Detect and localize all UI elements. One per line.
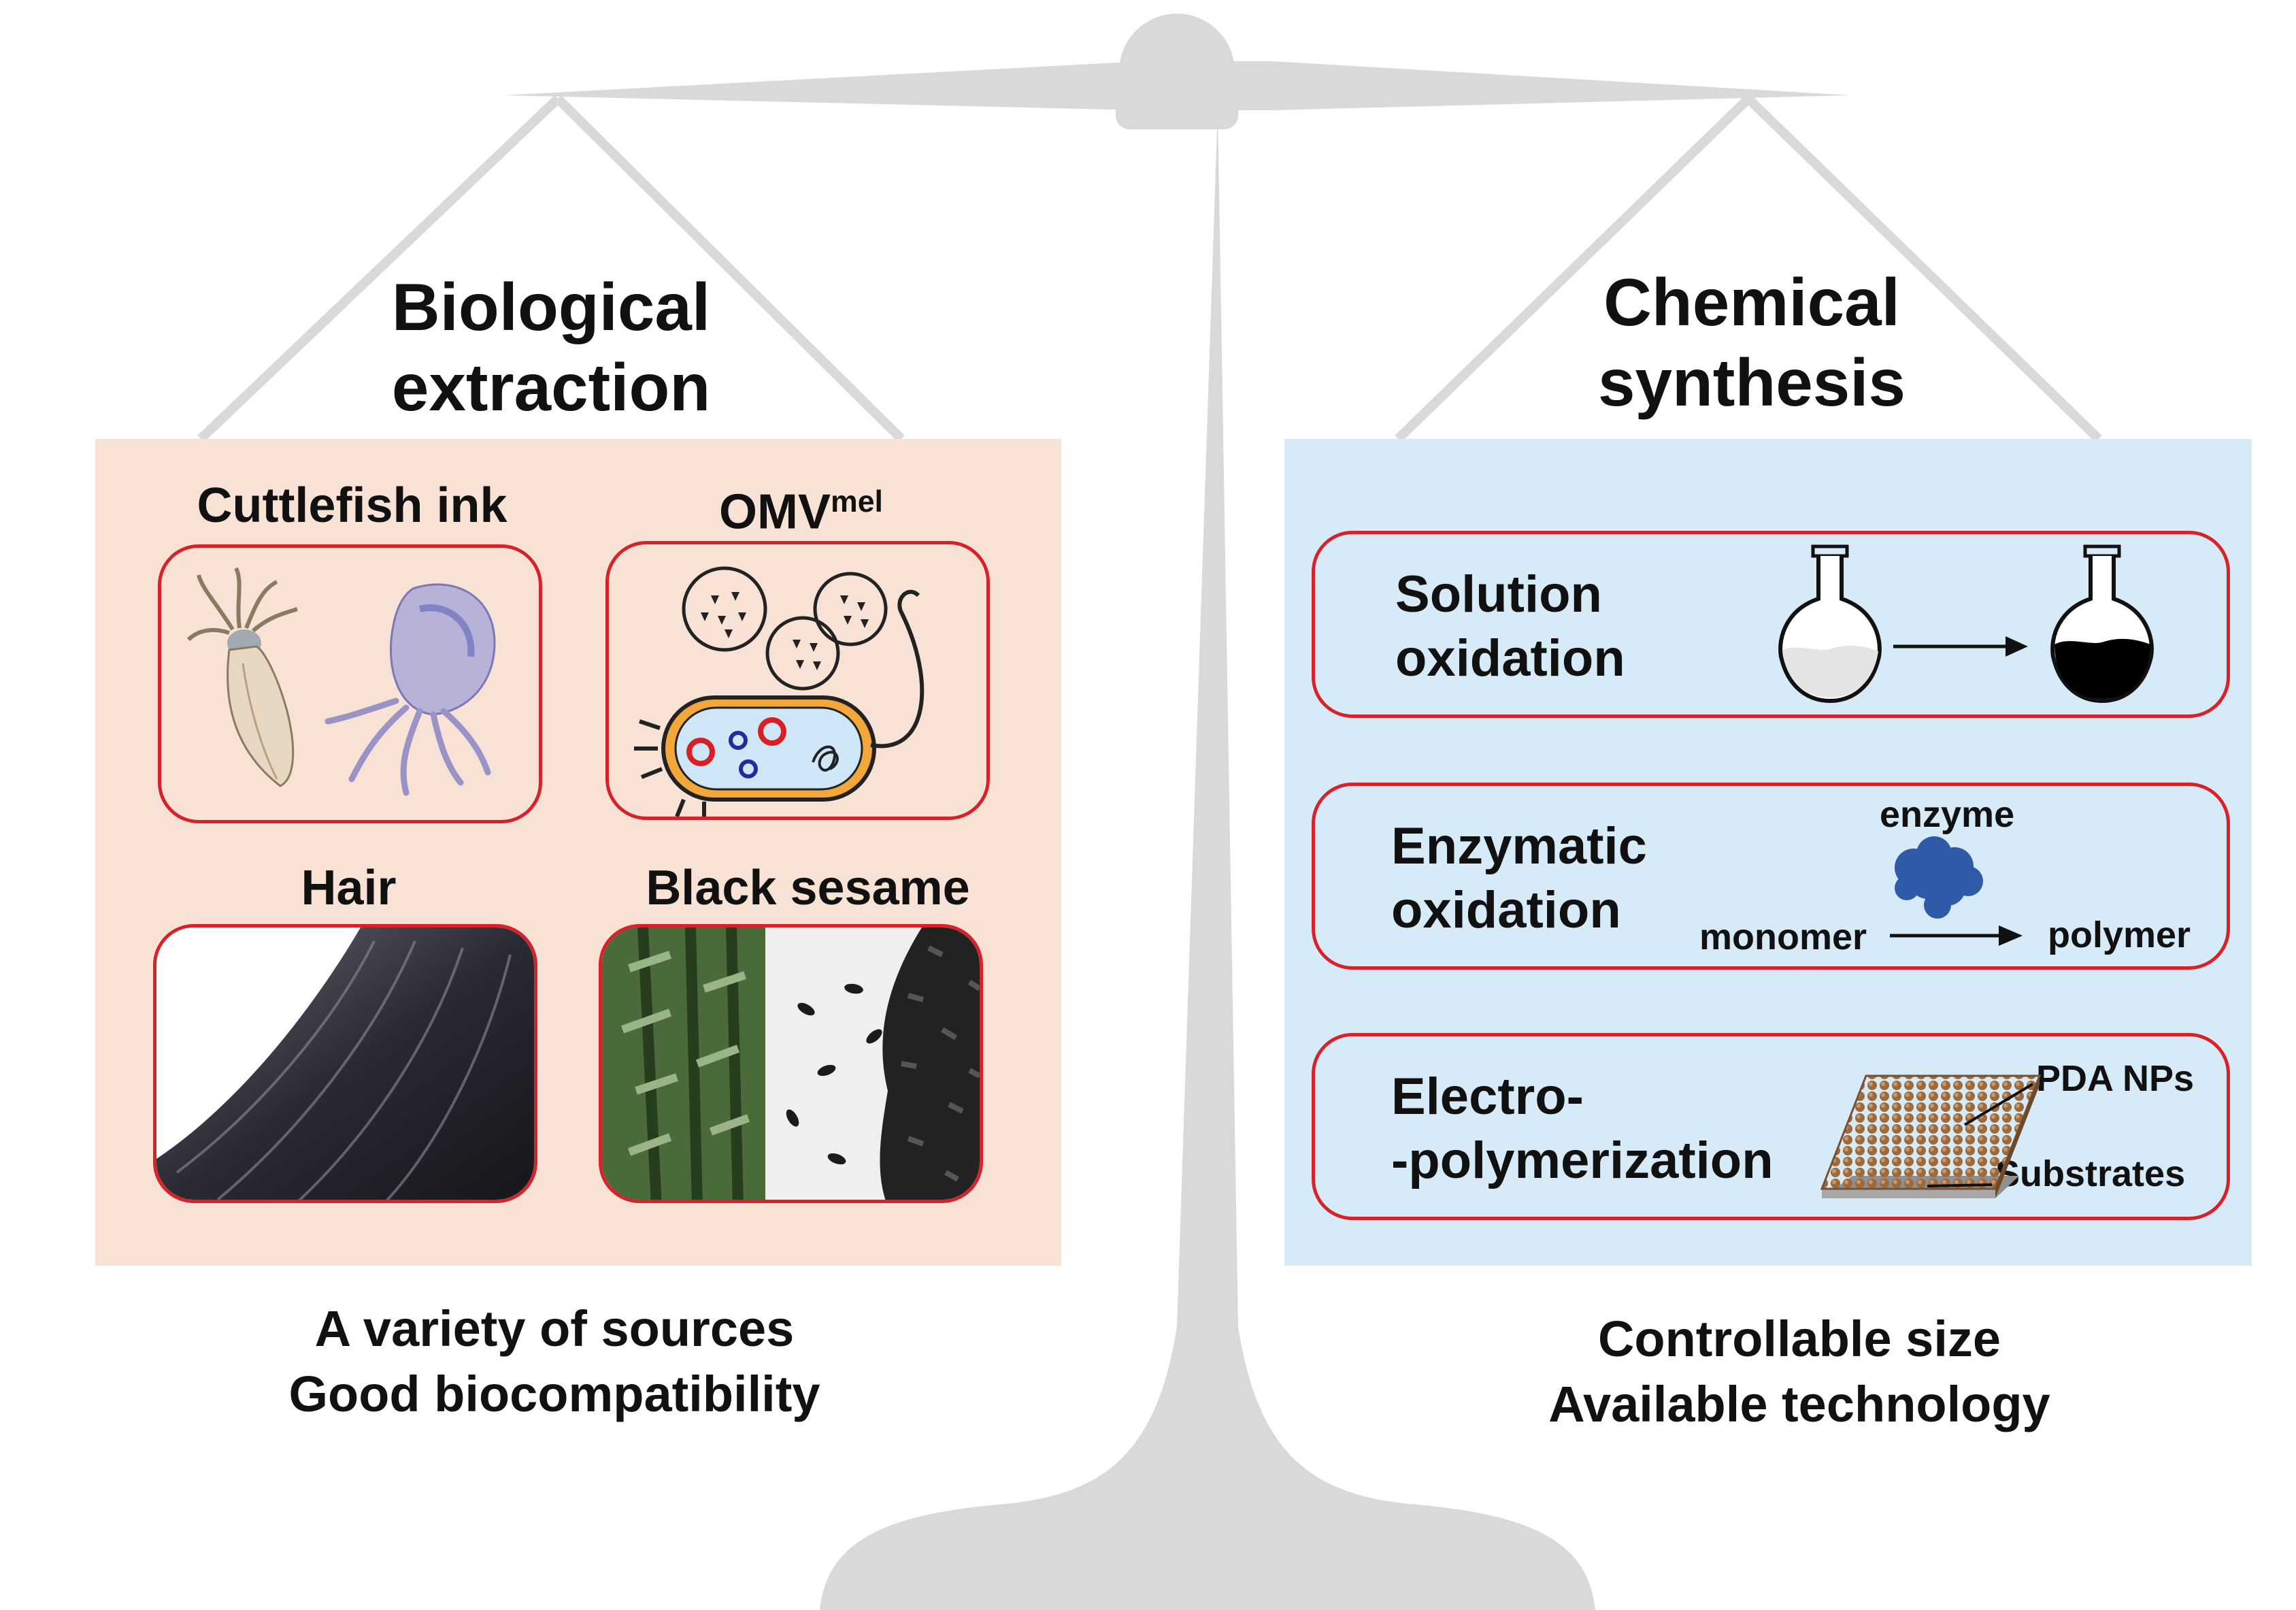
pda-coated-substrate-icon (1820, 1074, 2042, 1198)
electropolymerization-box: Electro- -polymerization PDA NPs Substra… (1312, 1033, 2230, 1220)
omv-box (605, 541, 990, 820)
right-footer: Controllable size Available technology (1442, 1307, 2157, 1437)
electropolymerization-label: Electro- -polymerization (1391, 1065, 1774, 1193)
flask-reaction-illustration (1778, 544, 2154, 704)
left-title-line1: Biological (391, 269, 711, 344)
pda-pointer-line (1963, 1083, 2034, 1126)
left-footer-line2: Good biocompatibility (288, 1366, 820, 1422)
source-label-cuttlefish: Cuttlefish ink (197, 478, 508, 533)
enzymatic-line2: oxidation (1391, 881, 1621, 939)
cuttlefish-illustration (186, 567, 496, 796)
enzyme-reaction-illustration (1890, 836, 2023, 946)
left-title-line2: extraction (391, 350, 711, 425)
flask-black-icon (2050, 544, 2154, 704)
enzyme-label: enzyme (1880, 794, 2015, 835)
solution-line2: oxidation (1395, 629, 1625, 687)
sesame-box (599, 924, 983, 1203)
solution-oxidation-label: Solution oxidation (1395, 563, 1625, 691)
hair-box (153, 924, 537, 1203)
source-label-hair: Hair (301, 861, 397, 915)
substrates-label: Substrates (1995, 1153, 2186, 1194)
left-title: Biological extraction (313, 267, 789, 427)
substrate-pointer-line (1927, 1183, 1993, 1187)
right-footer-line2: Available technology (1548, 1376, 2050, 1432)
solution-line1: Solution (1395, 565, 1602, 623)
right-title-line1: Chemical (1603, 265, 1900, 340)
left-footer-line1: A variety of sources (314, 1300, 795, 1357)
sesame-photo-icon (602, 927, 980, 1200)
monomer-label: monomer (1699, 917, 1867, 957)
cuttlefish-brown-icon (186, 567, 298, 787)
polymer-label: polymer (2048, 915, 2191, 955)
enzymatic-oxidation-label: Enzymatic oxidation (1391, 815, 1647, 942)
right-title: Chemical synthesis (1514, 262, 1990, 423)
enzymatic-line1: Enzymatic (1391, 817, 1647, 875)
right-title-line2: synthesis (1597, 345, 1906, 420)
vesicle-dots-icon (701, 592, 869, 670)
sesame-seeds-icon (786, 983, 882, 1165)
flask-empty-icon (1778, 544, 1882, 704)
bacterium-icon (634, 589, 925, 817)
substrate-illustration (1820, 1074, 2042, 1198)
omv-illustration (634, 566, 925, 817)
solution-oxidation-box: Solution oxidation (1312, 531, 2230, 718)
electro-line2: -polymerization (1391, 1132, 1774, 1189)
enzymatic-oxidation-box: Enzymatic oxidation enzyme monomer polym… (1312, 783, 2230, 970)
cuttlefish-purple-icon (325, 583, 496, 796)
source-label-sesame: Black sesame (646, 861, 970, 915)
source-label-omv: OMVmel (719, 484, 883, 540)
enzyme-protein-icon (1895, 836, 1983, 919)
right-footer-line1: Controllable size (1597, 1311, 2001, 1367)
electro-line1: Electro- (1391, 1068, 1584, 1126)
cuttlefish-box (158, 544, 542, 823)
vesicle-icon (682, 566, 888, 691)
hair-photo-icon (156, 927, 534, 1200)
left-footer: A variety of sources Good biocompatibili… (204, 1296, 905, 1427)
pda-nps-label: PDA NPs (2036, 1058, 2195, 1099)
